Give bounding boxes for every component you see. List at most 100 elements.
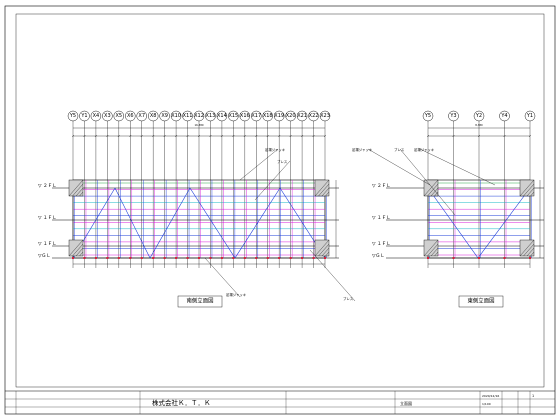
hatch-line — [526, 187, 535, 197]
dimension-tick — [243, 134, 246, 138]
level-label: ▽ １ＦＬ — [38, 241, 57, 247]
callout-leader — [309, 249, 356, 302]
dimension-tick — [452, 134, 455, 138]
drawing-name: 立面図 — [400, 400, 412, 406]
hatch-line — [68, 179, 84, 197]
brace-line — [427, 187, 479, 259]
east-caption: 東側立面図 — [458, 295, 504, 308]
level-label: ▽ １ＦＬ — [372, 215, 391, 221]
hatch-line — [434, 251, 439, 257]
base-jack — [175, 257, 178, 259]
hatch-line — [523, 243, 535, 257]
hatch-line — [430, 247, 439, 257]
hatch-line — [530, 191, 535, 197]
drawing-frame — [15, 13, 545, 388]
base-jack — [255, 257, 258, 259]
overall-dimension: 16,380 — [194, 123, 203, 127]
grid-bubble — [319, 110, 331, 122]
hatch-block — [423, 179, 439, 197]
level-label: ▽ ２ＦＬ — [38, 183, 57, 189]
callout-leader — [239, 148, 279, 181]
callout-label: ブレス — [343, 296, 354, 301]
dimension-tick — [197, 134, 201, 138]
level-label: ▽ＧＬ — [372, 253, 385, 259]
base-jack — [478, 257, 480, 259]
dimension-tick — [174, 134, 178, 138]
base-jack — [72, 257, 74, 259]
hatch-line — [79, 251, 84, 257]
grid-label: Y3 — [449, 113, 456, 119]
dimension-tick — [83, 134, 86, 138]
hatch-line — [423, 179, 439, 197]
grid-label: Y5 — [424, 113, 431, 119]
hatch-line — [325, 251, 330, 257]
grid-label: Y5 — [69, 113, 76, 119]
grid-label: X21 — [297, 113, 307, 119]
level-label: ▽ １ＦＬ — [372, 241, 391, 247]
callout-leader — [254, 160, 291, 201]
grid-label: X5 — [116, 113, 123, 119]
grid-bubble — [113, 110, 125, 122]
grid-label: X12 — [194, 113, 204, 119]
brace-line — [114, 187, 151, 259]
hatch-line — [434, 191, 439, 197]
hatch-line — [72, 183, 84, 197]
base-jack — [529, 257, 531, 259]
hatch-line — [318, 243, 330, 257]
level-label: ▽ＧＬ — [38, 253, 51, 259]
base-jack — [106, 257, 109, 259]
grid-label: X22 — [309, 113, 319, 119]
sheet-number: 1 — [532, 394, 534, 398]
title-block: 株式会社Ｋ．Ｔ．Ｋ 立面図 2020/12/16 1/100 1 — [5, 390, 555, 414]
grid-label: Y1 — [526, 113, 533, 119]
hatch-line — [79, 191, 84, 197]
hatch-line — [519, 179, 535, 197]
hatch-line — [423, 239, 439, 257]
grid-label: X23 — [320, 113, 330, 119]
callout-label: ブレス — [277, 159, 288, 164]
brace-line — [189, 187, 236, 259]
grid-bubble — [90, 110, 102, 122]
grid-bubble — [499, 110, 510, 122]
level-label: ▽ １ＦＬ — [38, 215, 57, 221]
dimension-tick — [129, 134, 132, 138]
hatch-line — [72, 243, 84, 257]
grid-label: X4 — [93, 113, 100, 119]
base-jack — [209, 257, 212, 259]
grid-bubble — [251, 110, 262, 122]
dimension-tick — [71, 134, 75, 138]
dimension-tick — [477, 134, 481, 138]
south-caption: 南側立面図 — [177, 295, 223, 308]
base-jack — [312, 257, 315, 259]
hatch-line — [68, 239, 84, 257]
base-jack — [129, 257, 132, 259]
hatch-line — [427, 183, 439, 197]
grid-bubble — [205, 110, 216, 122]
callout-label: 足場ジャッキ — [265, 147, 286, 152]
hatch-block — [68, 239, 84, 257]
dimension-tick — [503, 134, 506, 138]
hatch-line — [321, 247, 330, 257]
grid-label: X19 — [274, 113, 284, 119]
dimension-tick — [163, 134, 166, 138]
base-jack — [117, 257, 120, 259]
base-jack — [198, 257, 200, 259]
grid-bubble — [136, 110, 147, 122]
dimension-tick — [426, 134, 430, 138]
dimension-tick — [106, 134, 109, 138]
callout-label: 足場ジャッキ — [352, 147, 373, 152]
base-jack — [243, 257, 246, 259]
hatch-block — [314, 239, 330, 257]
grid-bubble — [170, 110, 182, 122]
south-caption-text: 南側立面図 — [187, 297, 214, 305]
base-jack — [94, 257, 97, 259]
base-jack — [186, 257, 189, 259]
grid-label: X20 — [286, 113, 296, 119]
grid-label: Y4 — [500, 113, 507, 119]
grid-label: X13 — [206, 113, 216, 119]
grid-label: X14 — [217, 113, 227, 119]
grid-label: X17 — [251, 113, 261, 119]
dimension-tick — [289, 134, 292, 138]
